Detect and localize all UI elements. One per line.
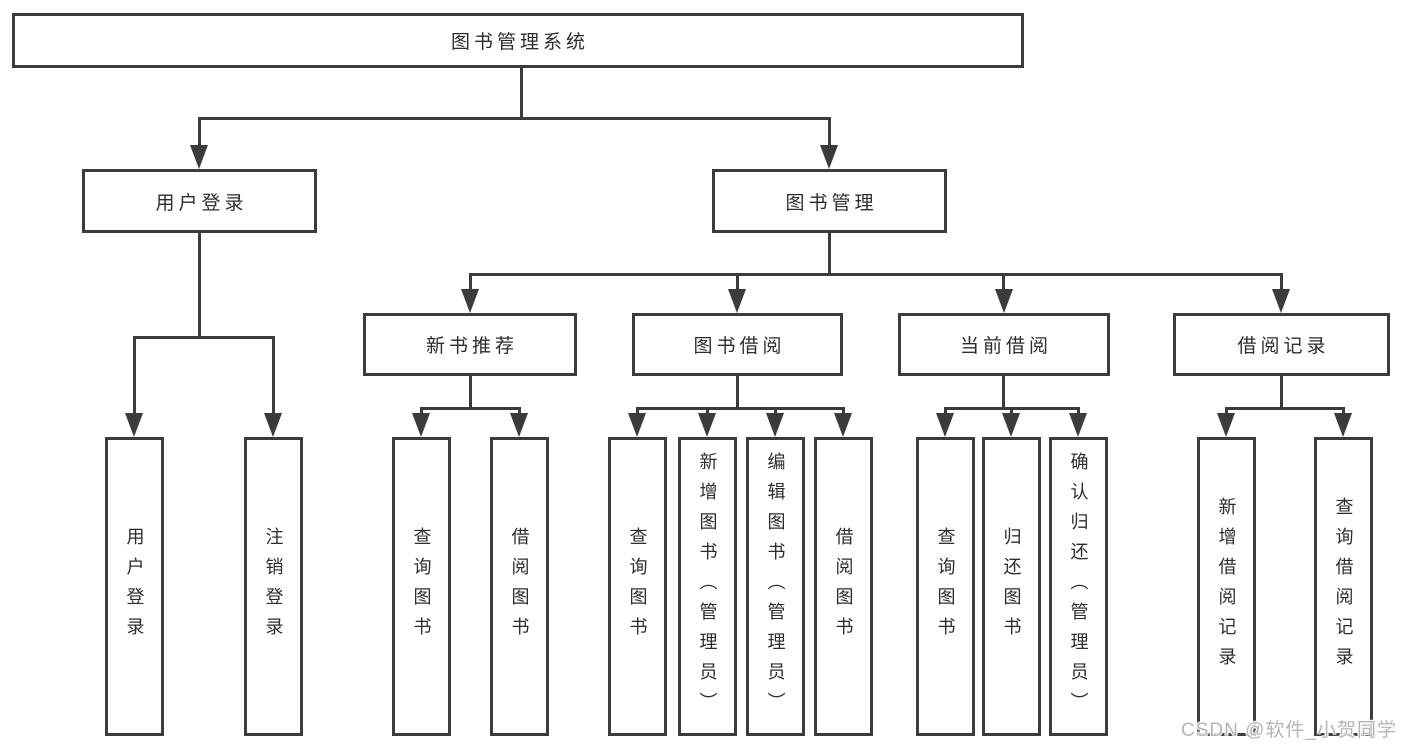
arrowhead-down-icon <box>936 413 954 437</box>
connector-bracket-user-login <box>133 336 275 339</box>
leaf-user-login: 用户登录 <box>105 437 164 736</box>
csdn-watermark: CSDN @软件_小贺同学 <box>1181 720 1397 741</box>
connector-trunk-new-book-recommend <box>469 376 472 410</box>
connector-bracket-book-borrow <box>636 407 845 410</box>
node-book-management-label: 图书管理 <box>785 192 878 214</box>
leaf-confirm-return-admin-label: 确认归还（管理员） <box>1068 451 1089 722</box>
arrowhead-down-icon <box>1069 413 1087 437</box>
leaf-query-borrow-record: 查询借阅记录 <box>1314 437 1373 736</box>
leaf-query-books-current-label: 查询图书 <box>935 526 956 647</box>
leaf-logout-label: 注销登录 <box>263 526 284 647</box>
node-borrow-records-label: 借阅记录 <box>1237 336 1330 357</box>
leaf-borrow-books-label: 借阅图书 <box>833 526 854 647</box>
connector-bracket-level2 <box>198 117 831 120</box>
node-borrow-records: 借阅记录 <box>1173 313 1390 376</box>
connector-trunk-user-login <box>198 233 201 339</box>
connector-bracket-level3 <box>469 273 1283 276</box>
connector-stem <box>1280 273 1283 293</box>
connector-stem <box>198 117 201 149</box>
leaf-add-books-admin: 新增图书（管理员） <box>678 437 737 736</box>
node-root: 图书管理系统 <box>12 13 1024 68</box>
arrowhead-down-icon <box>1334 413 1352 437</box>
leaf-user-login-label: 用户登录 <box>124 526 145 647</box>
leaf-logout: 注销登录 <box>244 437 303 736</box>
connector-stem <box>736 273 739 293</box>
arrowhead-down-icon <box>995 289 1013 313</box>
arrowhead-down-icon <box>190 145 208 169</box>
leaf-query-books-borrow: 查询图书 <box>608 437 667 736</box>
leaf-add-borrow-record: 新增借阅记录 <box>1197 437 1256 736</box>
leaf-edit-books-admin: 编辑图书（管理员） <box>746 437 805 736</box>
leaf-return-books-label: 归还图书 <box>1001 526 1022 647</box>
connector-trunk-book-management <box>828 233 831 276</box>
arrowhead-down-icon <box>766 413 784 437</box>
node-user-login-label: 用户登录 <box>155 192 248 214</box>
connector-bracket-borrow-records <box>1225 407 1345 410</box>
connector-trunk-current-borrow <box>1002 376 1005 410</box>
leaf-query-books-borrow-label: 查询图书 <box>627 526 648 647</box>
arrowhead-down-icon <box>1272 289 1290 313</box>
connector-trunk-root <box>520 67 523 120</box>
node-user-login: 用户登录 <box>82 169 317 233</box>
leaf-borrow-books-recommend-label: 借阅图书 <box>509 526 530 647</box>
arrowhead-down-icon <box>125 413 143 437</box>
leaf-add-books-admin-label: 新增图书（管理员） <box>697 451 718 722</box>
node-current-borrow-label: 当前借阅 <box>959 336 1052 357</box>
node-book-management: 图书管理 <box>712 169 947 233</box>
arrowhead-down-icon <box>461 289 479 313</box>
leaf-query-borrow-record-label: 查询借阅记录 <box>1333 496 1354 677</box>
arrowhead-down-icon <box>1217 413 1235 437</box>
leaf-query-books-recommend-label: 查询图书 <box>411 526 432 647</box>
arrowhead-down-icon <box>698 413 716 437</box>
arrowhead-down-icon <box>628 413 646 437</box>
connector-trunk-book-borrow <box>736 376 739 410</box>
connector-stem <box>469 273 472 293</box>
node-root-label: 图书管理系统 <box>450 32 589 53</box>
arrowhead-down-icon <box>510 413 528 437</box>
arrowhead-down-icon <box>412 413 430 437</box>
arrowhead-down-icon <box>1002 413 1020 437</box>
leaf-borrow-books: 借阅图书 <box>814 437 873 736</box>
connector-stem <box>133 336 136 418</box>
node-current-borrow: 当前借阅 <box>898 313 1110 376</box>
connector-trunk-borrow-records <box>1280 376 1283 410</box>
node-book-borrow-label: 图书借阅 <box>693 336 786 357</box>
arrowhead-down-icon <box>820 145 838 169</box>
node-new-book-recommend: 新书推荐 <box>363 313 577 376</box>
leaf-query-books-recommend: 查询图书 <box>392 437 451 736</box>
arrowhead-down-icon <box>264 413 282 437</box>
connector-stem <box>828 117 831 149</box>
node-new-book-recommend-label: 新书推荐 <box>425 336 518 357</box>
connector-stem <box>272 336 275 418</box>
node-book-borrow: 图书借阅 <box>632 313 843 376</box>
connector-bracket-new-book-recommend <box>420 407 521 410</box>
connector-stem <box>1002 273 1005 293</box>
arrowhead-down-icon <box>728 289 746 313</box>
leaf-confirm-return-admin: 确认归还（管理员） <box>1049 437 1108 736</box>
leaf-add-borrow-record-label: 新增借阅记录 <box>1216 496 1237 677</box>
leaf-query-books-current: 查询图书 <box>916 437 975 736</box>
arrowhead-down-icon <box>834 413 852 437</box>
leaf-borrow-books-recommend: 借阅图书 <box>490 437 549 736</box>
leaf-edit-books-admin-label: 编辑图书（管理员） <box>765 451 786 722</box>
leaf-return-books: 归还图书 <box>982 437 1041 736</box>
